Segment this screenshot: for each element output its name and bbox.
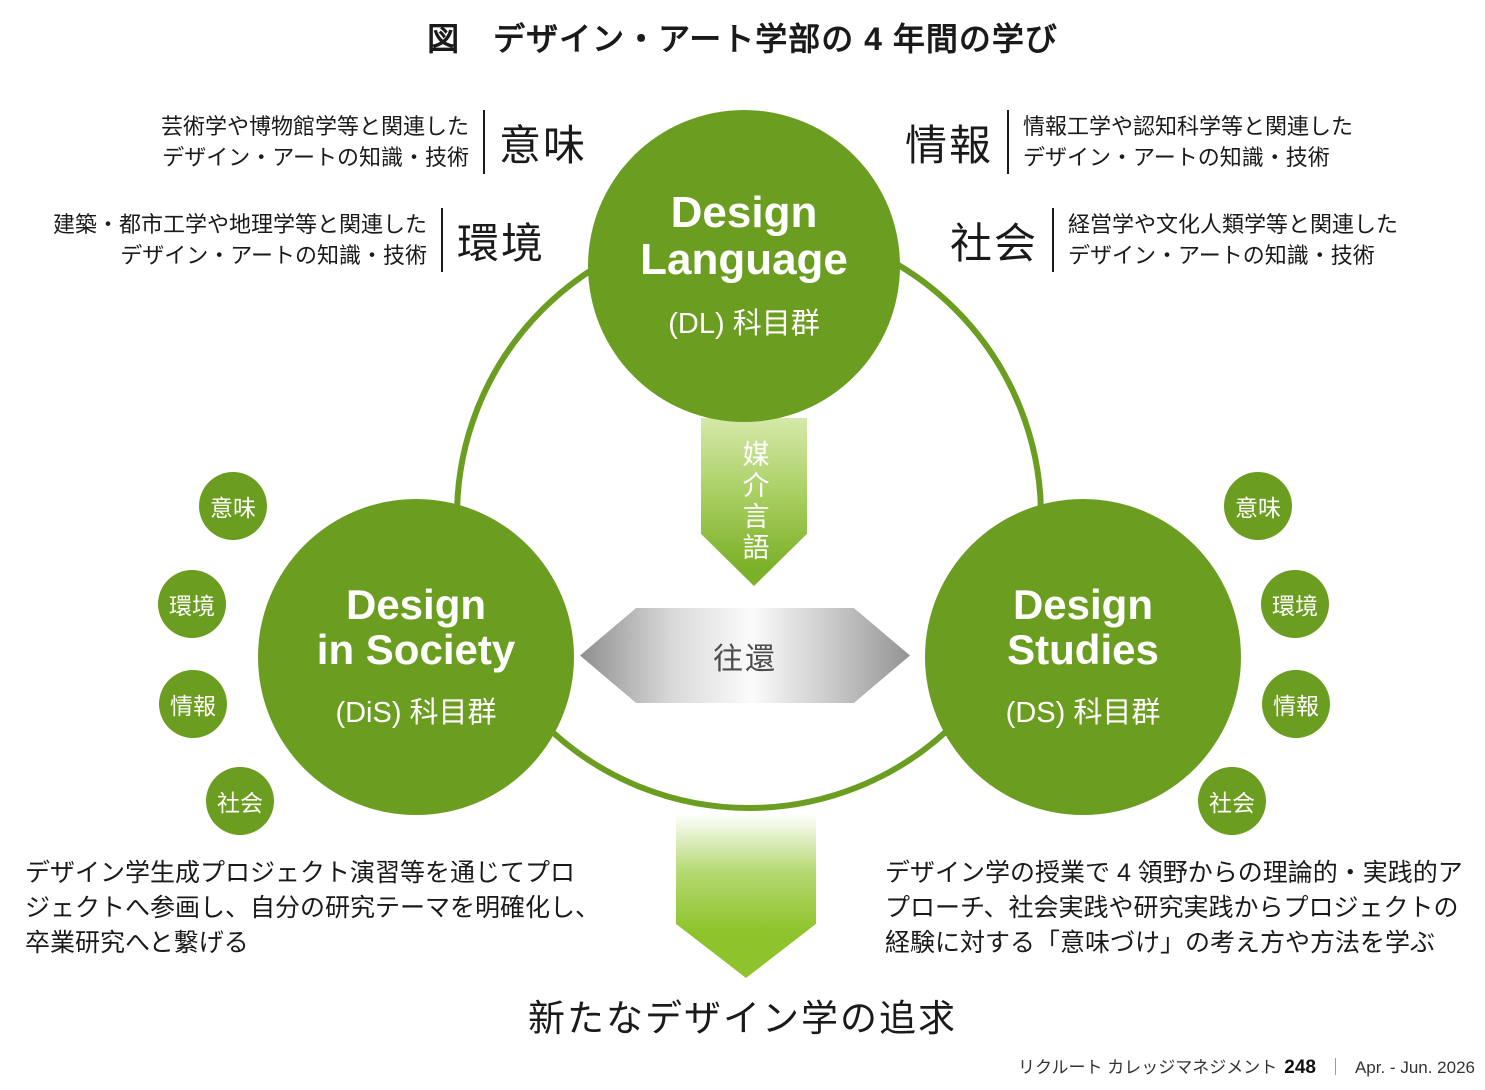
satellite-circle-right-information: 情報 — [1262, 670, 1330, 738]
divider-line — [440, 208, 443, 272]
footer-separator: ｜ — [1326, 1058, 1344, 1077]
annotation-block-meaning: 芸術学や博物館学等と関連した デザイン・アートの知識・技術 意味 — [161, 110, 587, 174]
satellite-circle-right-meaning: 意味 — [1224, 472, 1292, 540]
discipline-label-society: 社会 — [950, 219, 1039, 267]
discipline-label-meaning: 意味 — [498, 121, 587, 169]
pursuit-down-arrow — [676, 814, 816, 978]
conclusion-title: 新たなデザイン学の追求 — [528, 998, 957, 1039]
annotation-text: 建築・都市工学や地理学等と関連した デザイン・アートの知識・技術 — [52, 212, 427, 268]
annotation-block-environment: 建築・都市工学や地理学等と関連した デザイン・アートの知識・技術 環境 — [53, 208, 545, 272]
discipline-label-environment: 環境 — [456, 219, 545, 267]
annotation-block-information: 情報 情報工学や認知科学等と関連した デザイン・アートの知識・技術 — [905, 110, 1353, 174]
circle-subtitle: (DS) 科目群 — [1005, 696, 1161, 729]
figure-title: 図 デザイン・アート学部の 4 年間の学び — [427, 21, 1058, 57]
satellite-circle-right-society: 社会 — [1198, 767, 1266, 835]
annotation-block-society: 社会 経営学や文化人類学等と関連した デザイン・アートの知識・技術 — [950, 208, 1398, 272]
circle-title: Design Language — [640, 188, 848, 284]
satellite-circle-left-meaning: 意味 — [199, 472, 267, 540]
round-trip-double-arrow: 往還 — [580, 608, 910, 703]
annotation-text: 経営学や文化人類学等と関連した デザイン・アートの知識・技術 — [1068, 212, 1399, 268]
discipline-label-information: 情報 — [905, 121, 994, 169]
circle-design-language: Design Language (DL) 科目群 — [588, 110, 900, 422]
annotation-text: 芸術学や博物館学等と関連した デザイン・アートの知識・技術 — [160, 114, 469, 170]
satellite-circle-left-information: 情報 — [159, 670, 227, 738]
divider-line — [1052, 208, 1055, 272]
footer: リクルート カレッジマネジメント 248 ｜ Apr. - Jun. 2026 — [1018, 1053, 1475, 1079]
annotation-text: 情報工学や認知科学等と関連した デザイン・アートの知識・技術 — [1023, 114, 1354, 170]
round-trip-label: 往還 — [713, 642, 777, 676]
footer-date: Apr. - Jun. 2026 — [1354, 1058, 1475, 1077]
description-design-in-society: デザイン学生成プロジェクト演習等を通じてプロ ジェクトへ参画し、自分の研究テーマ… — [25, 859, 601, 957]
circle-design-studies: Design Studies (DS) 科目群 — [925, 499, 1241, 815]
divider-line — [1007, 110, 1010, 174]
satellite-circle-left-environment: 環境 — [158, 570, 226, 638]
circle-subtitle: (DL) 科目群 — [668, 307, 820, 340]
circle-subtitle: (DiS) 科目群 — [335, 696, 497, 729]
satellite-circle-left-society: 社会 — [206, 767, 274, 835]
circle-title: Design Studies — [1007, 581, 1159, 673]
circle-title: Design in Society — [316, 581, 516, 673]
footer-publication: リクルート カレッジマネジメント — [1018, 1058, 1278, 1077]
footer-issue-number: 248 — [1284, 1057, 1316, 1078]
description-design-studies: デザイン学の授業で 4 領野からの理論的・実践的ア プローチ、社会実践や研究実践… — [885, 859, 1463, 957]
satellite-circle-right-environment: 環境 — [1261, 570, 1329, 638]
circle-design-in-society: Design in Society (DiS) 科目群 — [258, 499, 574, 815]
divider-line — [482, 110, 485, 174]
mediating-language-label: 媒介言語 — [738, 440, 769, 564]
